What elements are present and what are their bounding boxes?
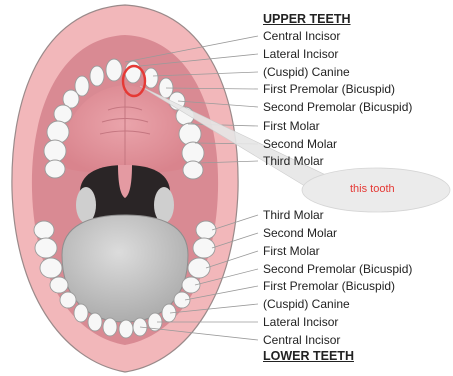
upper-label-third-molar: Third Molar bbox=[263, 154, 324, 168]
lower-label-central-incisor: Central Incisor bbox=[263, 333, 340, 347]
callout-text: this tooth bbox=[350, 183, 395, 195]
tonsil-right bbox=[154, 187, 174, 223]
upper-label-central-incisor: Central Incisor bbox=[263, 29, 340, 43]
lower-label-second-molar: Second Molar bbox=[263, 226, 337, 240]
upper-label-canine: (Cuspid) Canine bbox=[263, 65, 350, 79]
lower-label-lateral-incisor: Lateral Incisor bbox=[263, 315, 338, 329]
lower-label-second-premolar: Second Premolar (Bicuspid) bbox=[263, 262, 412, 276]
lower-label-third-molar: Third Molar bbox=[263, 208, 324, 222]
upper-label-lateral-incisor: Lateral Incisor bbox=[263, 47, 338, 61]
lower-label-first-molar: First Molar bbox=[263, 244, 320, 258]
upper-label-second-molar: Second Molar bbox=[263, 137, 337, 151]
upper-label-first-molar: First Molar bbox=[263, 119, 320, 133]
upper-label-second-premolar: Second Premolar (Bicuspid) bbox=[263, 100, 412, 114]
lower-label-canine: (Cuspid) Canine bbox=[263, 297, 350, 311]
tonsil-left bbox=[76, 187, 96, 223]
lower-label-first-premolar: First Premolar (Bicuspid) bbox=[263, 279, 395, 293]
upper-label-first-premolar: First Premolar (Bicuspid) bbox=[263, 82, 395, 96]
upper-teeth-heading: UPPER TEETH bbox=[263, 12, 351, 26]
lower-teeth-heading: LOWER TEETH bbox=[263, 349, 354, 363]
